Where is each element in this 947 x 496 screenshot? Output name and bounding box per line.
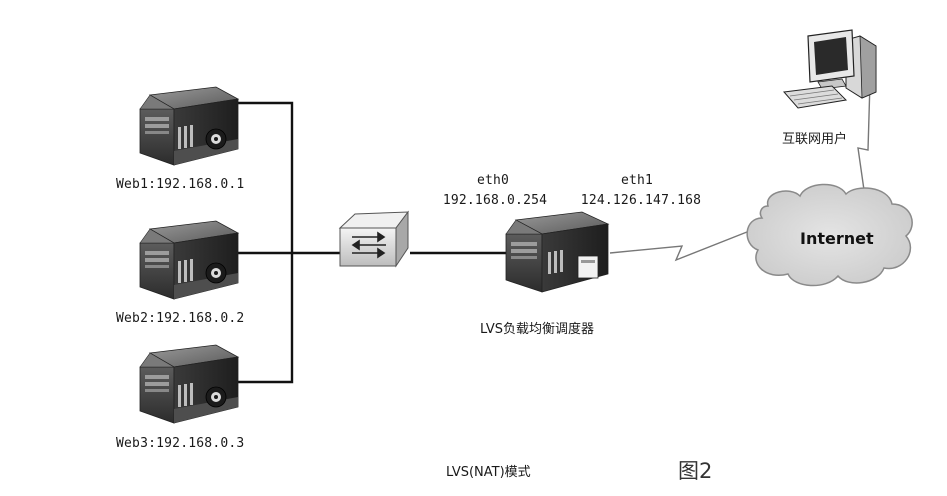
wan-links: [609, 81, 871, 262]
eth0-name-label: eth0: [476, 173, 510, 188]
web3-server: [139, 344, 239, 424]
figure-number: 图2: [678, 459, 713, 483]
computer-icon: [783, 29, 877, 109]
eth0-ip-label: 192.168.0.254: [442, 193, 548, 208]
web1-server: [139, 86, 239, 166]
eth1-ip-label: 124.126.147.168: [580, 193, 702, 208]
web1-label: Web1:192.168.0.1: [116, 177, 245, 192]
client-label: 互联网用户: [782, 132, 848, 147]
switch-icon: [338, 210, 410, 268]
internet-cloud: [746, 183, 913, 287]
web2-label: Web2:192.168.0.2: [116, 311, 245, 326]
mode-caption: LVS(NAT)模式: [446, 465, 531, 480]
lvs-director-server: [505, 211, 610, 293]
lan-wires: [236, 101, 510, 384]
web2-server: [139, 220, 239, 300]
web3-label: Web3:192.168.0.3: [116, 436, 245, 451]
eth1-name-label: eth1: [620, 173, 654, 188]
internet-label: Internet: [800, 229, 874, 248]
director-label: LVS负载均衡调度器: [480, 322, 594, 337]
